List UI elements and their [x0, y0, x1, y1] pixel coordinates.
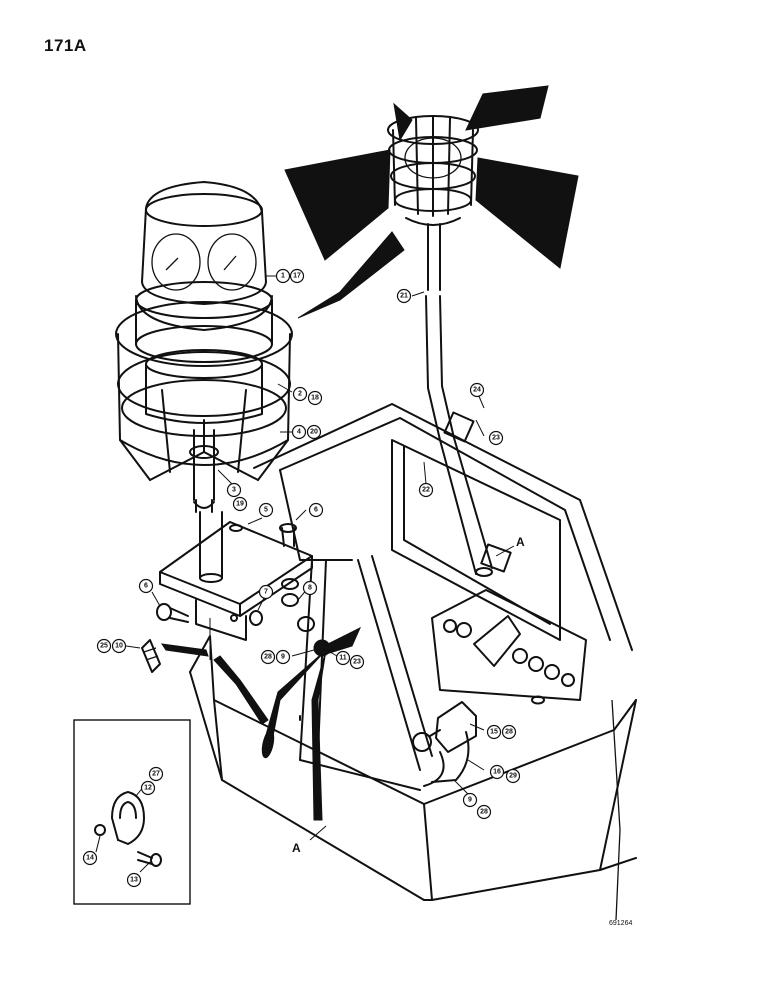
callout-16: 16: [489, 764, 505, 780]
callout-25: 25: [96, 638, 112, 654]
callout-23-b: 23: [488, 430, 504, 446]
svg-text:17: 17: [293, 273, 301, 280]
callout-17: 17: [289, 268, 305, 284]
svg-text:6: 6: [314, 507, 318, 514]
svg-text:12: 12: [144, 785, 152, 792]
floodlight-beam: [284, 85, 579, 319]
callout-7: 7: [258, 584, 274, 600]
svg-text:6: 6: [144, 583, 148, 590]
cab-outline: [189, 403, 637, 921]
callout-6-left: 6: [138, 578, 154, 594]
svg-text:18: 18: [311, 395, 319, 402]
callout-21: 21: [396, 288, 412, 304]
svg-text:27: 27: [152, 771, 160, 778]
callout-27: 27: [148, 766, 164, 782]
svg-text:29: 29: [509, 773, 517, 780]
callout-12: 12: [140, 780, 156, 796]
svg-text:10: 10: [115, 643, 123, 650]
callout-8: 8: [302, 580, 318, 596]
svg-text:3: 3: [232, 487, 236, 494]
callout-6-top: 6: [308, 502, 324, 518]
svg-text:8: 8: [308, 585, 312, 592]
svg-text:9: 9: [281, 654, 285, 661]
callout-10: 10: [111, 638, 127, 654]
svg-text:2: 2: [298, 391, 302, 398]
svg-text:24: 24: [473, 387, 481, 394]
callout-13: 13: [126, 872, 142, 888]
beacon-beam: [160, 626, 362, 821]
page-number: 171A: [44, 36, 87, 55]
svg-text:28: 28: [480, 809, 488, 816]
svg-text:4: 4: [297, 429, 301, 436]
callout-20: 20: [306, 424, 322, 440]
callout-19: 19: [232, 496, 248, 512]
callout-28-b: 28: [501, 724, 517, 740]
svg-text:9: 9: [468, 797, 472, 804]
callout-28-a: 28: [260, 649, 276, 665]
leader-lines: [95, 275, 515, 873]
callout-11: 11: [335, 650, 351, 666]
callout-29: 29: [505, 768, 521, 784]
floodlight-pole: [425, 223, 512, 577]
svg-text:22: 22: [422, 487, 430, 494]
svg-text:21: 21: [400, 293, 408, 300]
svg-text:5: 5: [264, 507, 268, 514]
callout-9-b: 9: [462, 792, 478, 808]
figure-code: 691264: [609, 920, 633, 927]
svg-text:13: 13: [130, 877, 138, 884]
floodlight-assembly: [387, 115, 479, 226]
svg-text:25: 25: [100, 643, 108, 650]
svg-text:15: 15: [490, 729, 498, 736]
switch-harness: [412, 701, 477, 787]
callout-5: 5: [258, 502, 274, 518]
callout-14: 14: [82, 850, 98, 866]
callout-28-c: 28: [476, 804, 492, 820]
svg-text:28: 28: [505, 729, 513, 736]
view-label-upper: A: [516, 535, 525, 549]
beacon-assembly: [115, 181, 293, 583]
svg-text:23: 23: [353, 659, 361, 666]
callout-24: 24: [469, 382, 485, 398]
svg-text:28: 28: [264, 654, 272, 661]
callout-23-a: 23: [349, 654, 365, 670]
svg-text:1: 1: [281, 273, 285, 280]
callouts: 1 17 2 18 4 20 3 19 5 6 6 7 8 25 10 28 9…: [82, 268, 521, 888]
svg-text:14: 14: [86, 855, 94, 862]
callout-3: 3: [226, 482, 242, 498]
svg-text:19: 19: [236, 501, 244, 508]
callout-4: 4: [291, 424, 307, 440]
callout-9-a: 9: [275, 649, 291, 665]
svg-text:7: 7: [264, 589, 268, 596]
mounting-plate: [141, 521, 315, 673]
callout-2: 2: [292, 386, 308, 402]
callout-18: 18: [307, 390, 323, 406]
svg-text:16: 16: [493, 769, 501, 776]
svg-text:20: 20: [310, 429, 318, 436]
view-label-lower: A: [292, 841, 301, 855]
callout-15: 15: [486, 724, 502, 740]
svg-text:11: 11: [339, 655, 347, 662]
callout-1: 1: [275, 268, 291, 284]
svg-text:23: 23: [492, 435, 500, 442]
callout-22: 22: [418, 482, 434, 498]
